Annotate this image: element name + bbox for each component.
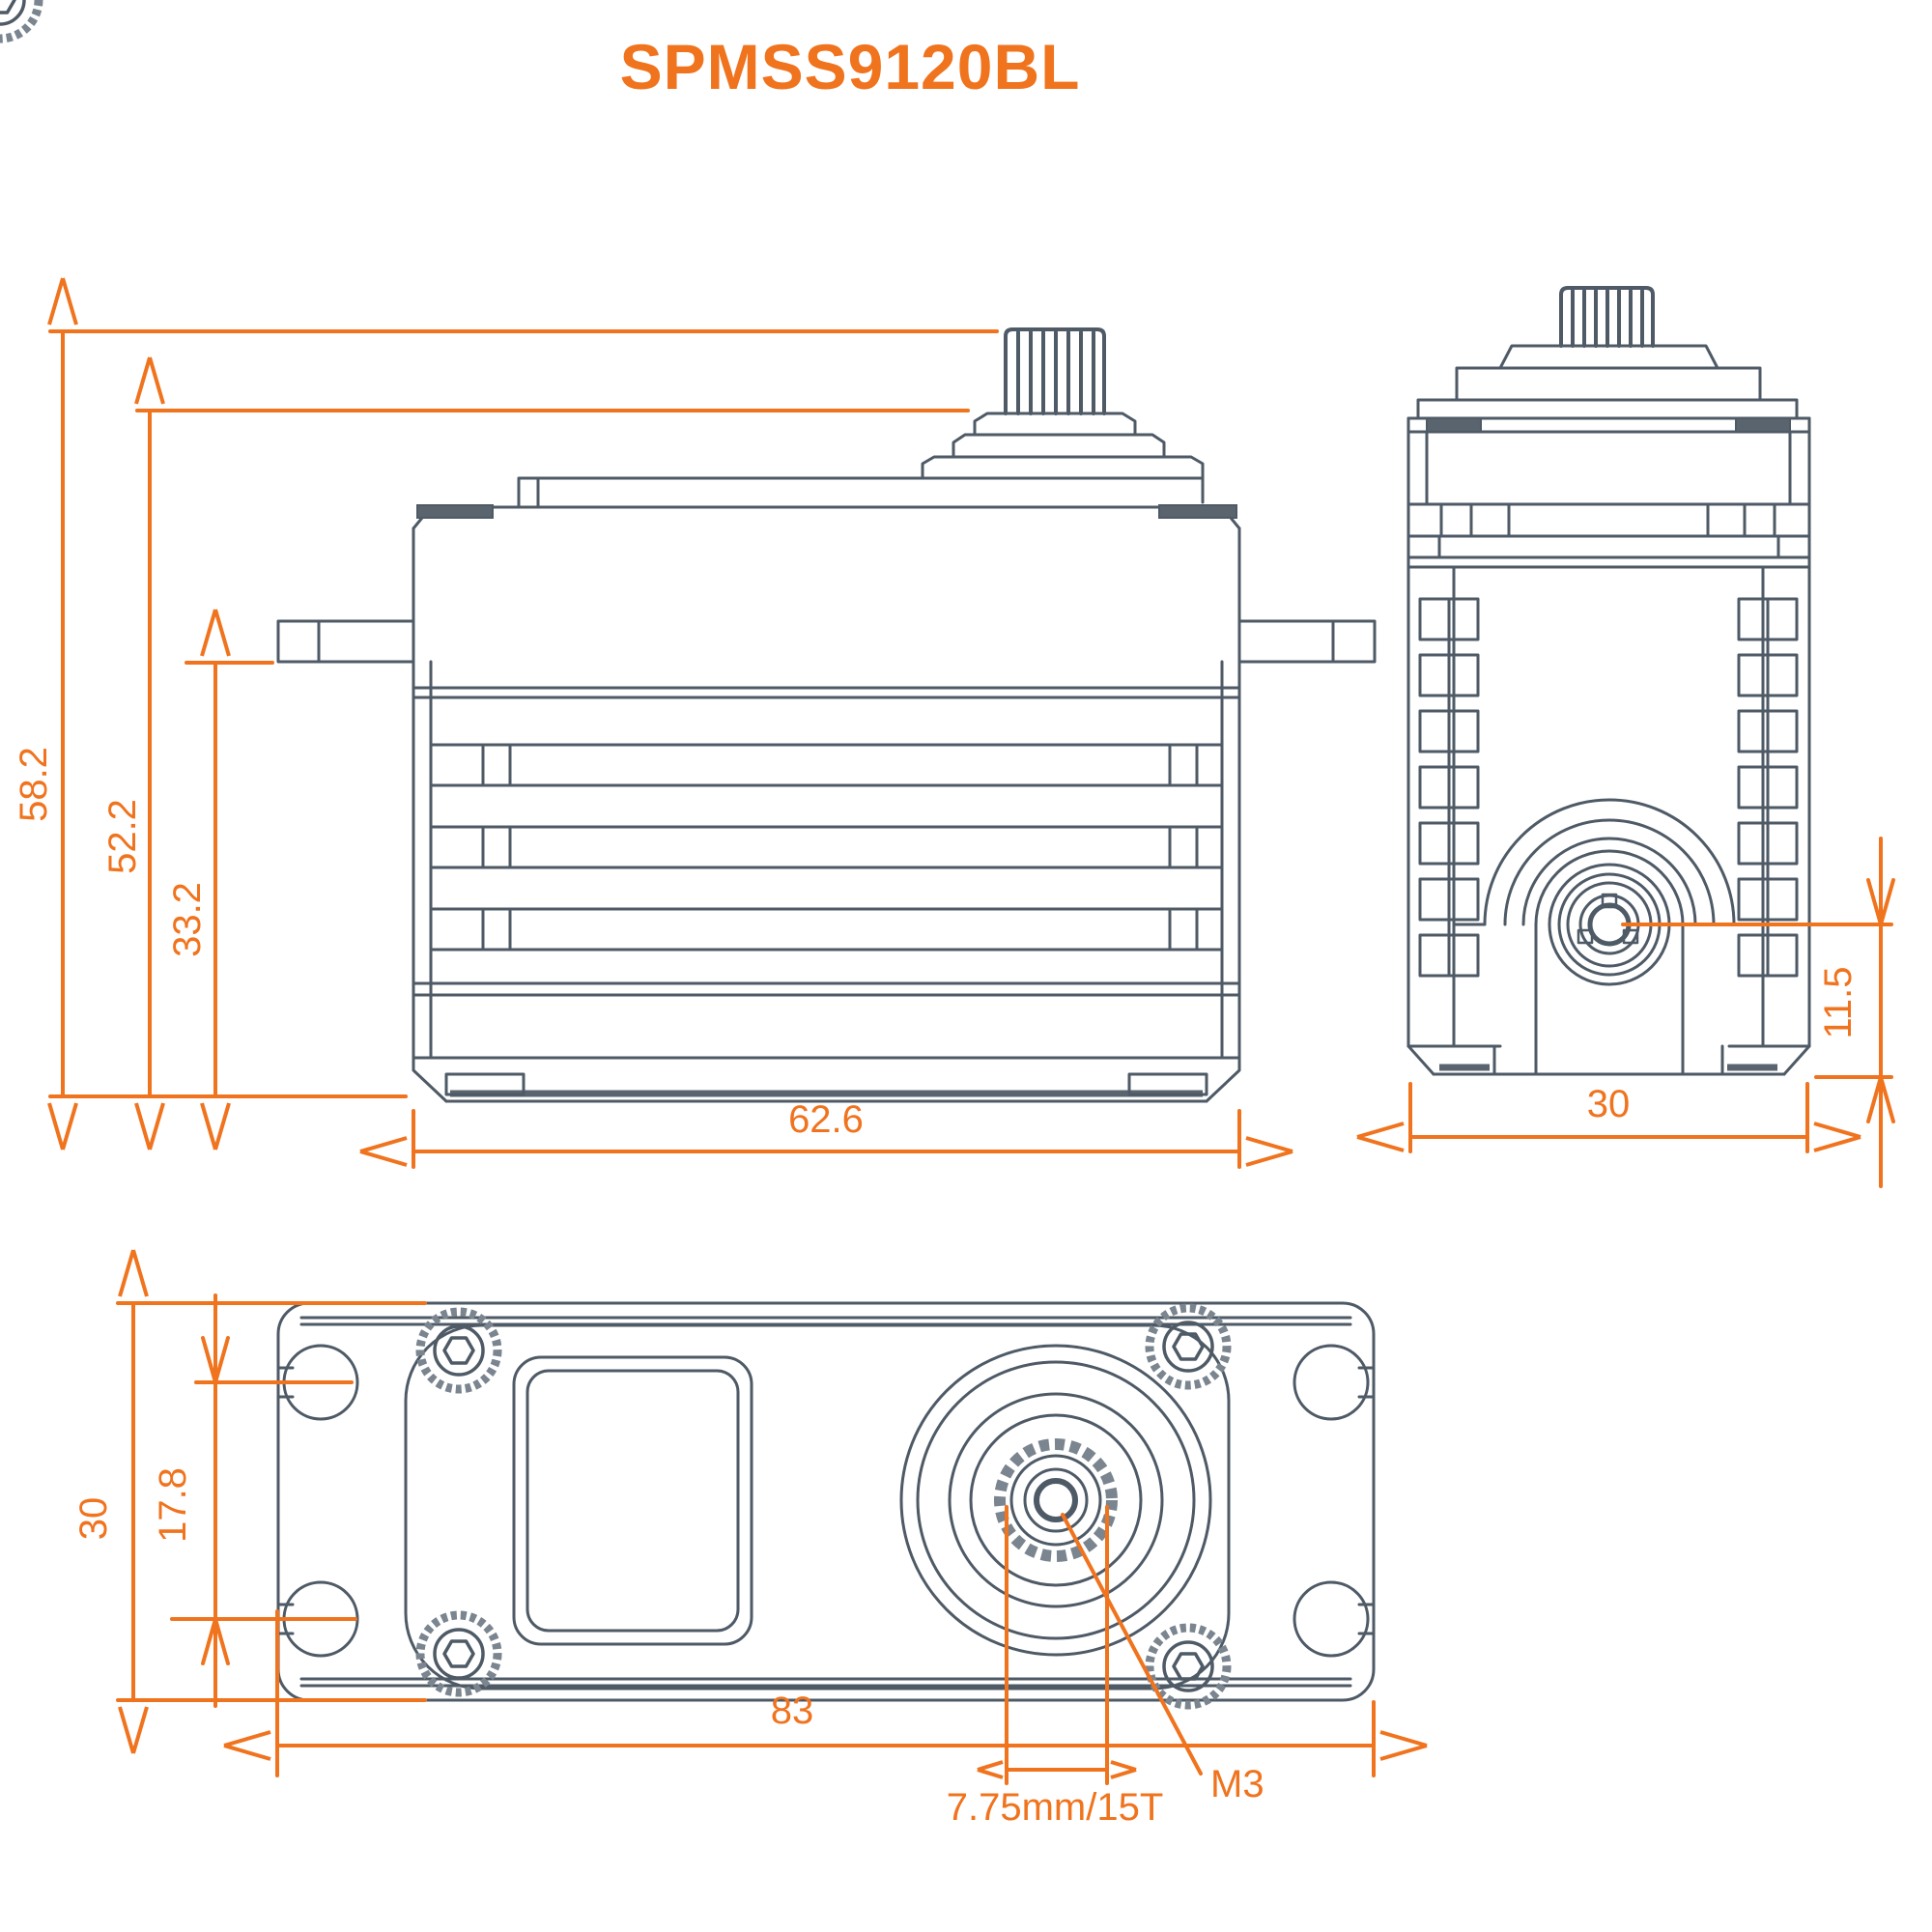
- dim-side-output-offset: 11.5: [1621, 837, 1895, 1188]
- bottom-cover-plate: [404, 1323, 1231, 1690]
- dim-label-7-75mm-15t: 7.75mm/15T: [947, 1786, 1164, 1829]
- front-left-ledge: [416, 504, 494, 519]
- side-fin-stack-left: [1418, 565, 1480, 1048]
- bottom-screw-top-right: [1150, 1308, 1227, 1385]
- dim-label-17-8: 17.8: [152, 1467, 194, 1543]
- side-feet: [1406, 1044, 1811, 1076]
- dim-bottom-overall-length: 83: [223, 1609, 1428, 1777]
- m3-leader-line: [1061, 1513, 1203, 1776]
- front-right-ledge: [1158, 504, 1237, 519]
- dim-front-total-height: 58.2: [13, 277, 999, 1151]
- dim-bottom-screw-size: M3: [1061, 1513, 1264, 1805]
- front-upper-body: [412, 526, 1241, 623]
- bottom-output-gear: [899, 1344, 1212, 1657]
- front-spline-shaft: [1004, 327, 1106, 415]
- dim-label-58-2: 58.2: [13, 747, 55, 822]
- dim-side-width: 30: [1356, 1082, 1861, 1153]
- dim-label-m3: M3: [1210, 1763, 1264, 1805]
- front-view: [276, 327, 1377, 1103]
- dim-front-upper-height: 52.2: [101, 356, 970, 1151]
- front-finned-body: [412, 660, 1241, 1060]
- bottom-screw-bottom-right: [1150, 1628, 1227, 1705]
- bottom-outline: [276, 1301, 1376, 1702]
- dim-label-33-2: 33.2: [166, 882, 209, 957]
- front-base: [412, 1056, 1241, 1103]
- side-body: [1406, 416, 1811, 1048]
- front-top-cover: [412, 476, 1241, 530]
- drawing-title: SPMSS9120BL: [620, 31, 1081, 102]
- side-vent-bands: [1406, 502, 1811, 569]
- dim-bottom-output-spline: 7.75mm/15T: [947, 1505, 1164, 1829]
- dim-bottom-width: 30: [72, 1249, 427, 1754]
- dim-front-body-width: 62.6: [359, 1098, 1293, 1169]
- front-output-drum: [921, 412, 1205, 480]
- dim-label-62-6: 62.6: [788, 1098, 864, 1141]
- dim-front-tab-height: 33.2: [166, 609, 274, 1151]
- dim-bottom-hole-spacing: 17.8: [152, 1293, 357, 1708]
- front-mounting-tab-right: [1237, 619, 1377, 664]
- dim-label-11-5: 11.5: [1817, 967, 1860, 1039]
- side-cap-steps: [1416, 344, 1799, 420]
- dim-label-30-side: 30: [1587, 1083, 1631, 1125]
- side-output-arch: [1452, 798, 1767, 1076]
- bottom-label-window: [512, 1355, 753, 1646]
- dim-label-52-2: 52.2: [101, 799, 144, 874]
- dim-label-83: 83: [771, 1690, 814, 1732]
- side-view: [1406, 286, 1811, 1076]
- bottom-screw-template-defs: [0, 0, 43, 43]
- dim-label-30-bottom: 30: [72, 1497, 115, 1541]
- side-spline-shaft: [1559, 286, 1655, 348]
- side-fin-stack-right: [1737, 565, 1799, 1048]
- bottom-screw-bottom-left: [420, 1615, 497, 1692]
- front-mounting-tab-left: [276, 619, 415, 664]
- bottom-view: [0, 0, 1376, 1705]
